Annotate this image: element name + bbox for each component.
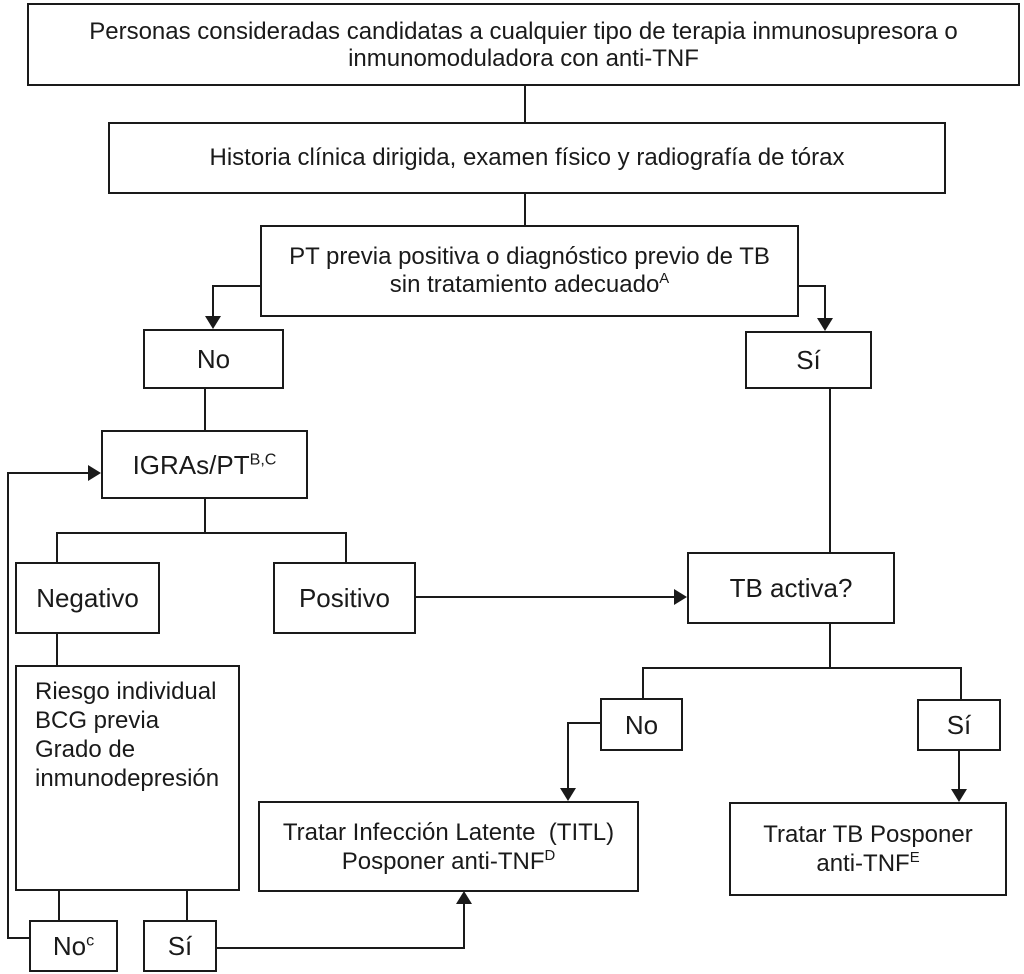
arrow-down-into-tratar-tb-icon xyxy=(951,789,967,802)
node-historia-clinica-label: Historia clínica dirigida, examen físico… xyxy=(209,144,845,171)
node-riesgo-individual: Riesgo individual BCG previa Grado de in… xyxy=(15,665,240,891)
node-tratar-latente-line1: Tratar Infección Latente (TITL) xyxy=(282,818,615,846)
connector-branch-si-tb xyxy=(960,667,962,699)
node-igras-pt: IGRAs/PTB,C xyxy=(101,430,308,499)
node-tratar-tb-line2: anti-TNFE xyxy=(816,849,919,878)
node-positivo: Positivo xyxy=(273,562,416,634)
node-tb-activa-label: TB activa? xyxy=(729,573,853,603)
connector-riesgo-sibottom xyxy=(186,891,188,920)
node-si-right: Sí xyxy=(745,331,872,389)
arrow-right-into-igras-icon xyxy=(88,465,101,481)
node-negativo-label: Negativo xyxy=(36,583,139,613)
node-pt-previa-line2: sin tratamiento adecuadoA xyxy=(390,271,669,299)
connector-candidates-historia xyxy=(524,86,526,122)
node-riesgo-line1: Riesgo individual xyxy=(35,678,217,705)
connector-historia-ptprevia xyxy=(524,194,526,225)
connector-branch-no-tb xyxy=(642,667,644,698)
node-tratar-tb-line2-text: anti-TNF xyxy=(816,850,910,877)
node-tratar-tb-line1: Tratar TB Posponer xyxy=(763,821,973,848)
node-si-bottom-label: Sí xyxy=(167,931,193,961)
node-no-left: No xyxy=(143,329,284,389)
connector-feedback-top-h xyxy=(7,472,89,474)
node-tratar-latente-footnote-d: D xyxy=(544,847,556,864)
node-positivo-label: Positivo xyxy=(298,583,391,613)
node-tb-activa: TB activa? xyxy=(687,552,895,624)
connector-branch-positivo xyxy=(345,532,347,562)
connector-notb-tratarlatente-v xyxy=(567,722,569,790)
connector-tbactiva-branch-h xyxy=(642,667,962,669)
arrow-right-into-tbactiva-icon xyxy=(674,589,687,605)
node-igras-pt-footnote-bc: B,C xyxy=(249,449,277,468)
node-riesgo-line4: inmunodepresión xyxy=(35,765,220,792)
connector-feedback-bottom-h xyxy=(7,937,29,939)
connector-tbactiva-branch-v xyxy=(829,624,831,669)
connector-sibottom-tratarlatente-h xyxy=(216,947,465,949)
arrow-up-into-tratar-latente-icon xyxy=(456,891,472,904)
node-pt-previa-line2-text: sin tratamiento adecuado xyxy=(389,271,660,298)
node-no-c-label: Noc xyxy=(53,932,94,960)
node-no-c: Noc xyxy=(29,920,118,972)
arrow-down-into-no-left-icon xyxy=(205,316,221,329)
connector-feedback-vertical xyxy=(7,472,9,939)
node-si-right-label: Sí xyxy=(796,345,821,375)
connector-igras-branch-v xyxy=(204,499,206,533)
node-pt-previa-line1: PT previa positiva o diagnóstico previo … xyxy=(289,243,770,270)
node-historia-clinica: Historia clínica dirigida, examen físico… xyxy=(108,122,946,194)
node-no-left-label: No xyxy=(196,344,231,374)
connector-negativo-riesgo xyxy=(56,634,58,665)
node-tratar-latente: Tratar Infección Latente (TITL) Posponer… xyxy=(258,801,639,892)
node-tratar-tb: Tratar TB Posponer anti-TNFE xyxy=(729,802,1007,896)
node-no-tb-label: No xyxy=(624,709,659,740)
node-igras-pt-label: IGRAs/PTB,C xyxy=(133,451,277,479)
node-riesgo-line3: Grado de xyxy=(35,736,136,763)
node-si-tb-label: Sí xyxy=(946,710,972,740)
node-riesgo-line2: BCG previa xyxy=(35,707,160,734)
connector-notb-tratarlatente-h xyxy=(568,722,600,724)
connector-ptprevia-si-v xyxy=(824,285,826,319)
arrow-down-into-si-right-icon xyxy=(817,318,833,331)
node-tratar-tb-footnote-e: E xyxy=(909,850,920,866)
node-pt-previa-footnote-a: A xyxy=(659,271,670,287)
node-pt-previa: PT previa positiva o diagnóstico previo … xyxy=(260,225,799,317)
node-tratar-latente-line2: Posponer anti-TNFD xyxy=(342,847,556,876)
connector-sibottom-tratarlatente-v xyxy=(463,904,465,949)
node-tratar-latente-line2-text: Posponer anti-TNF xyxy=(341,847,545,875)
connector-positivo-tbactiva xyxy=(416,596,676,598)
node-negativo: Negativo xyxy=(15,562,160,634)
connector-sitb-tratartb xyxy=(958,751,960,791)
node-candidates: Personas consideradas candidatas a cualq… xyxy=(27,3,1020,86)
node-no-c-text: No xyxy=(52,931,87,961)
node-si-bottom: Sí xyxy=(143,920,217,972)
connector-igras-branch-h xyxy=(56,532,347,534)
connector-ptprevia-si-h xyxy=(798,285,826,287)
node-candidates-line1: Personas consideradas candidatas a cualq… xyxy=(89,17,958,45)
node-no-tb: No xyxy=(600,698,683,751)
node-si-tb: Sí xyxy=(917,699,1001,751)
connector-ptprevia-no-h xyxy=(212,285,260,287)
node-no-c-footnote: c xyxy=(86,931,95,950)
connector-si-tbactiva xyxy=(829,389,831,552)
node-candidates-line2: inmunomoduladora con anti-TNF xyxy=(348,44,699,72)
arrow-down-into-tratar-latente-icon xyxy=(560,788,576,801)
connector-no-igras xyxy=(204,389,206,430)
connector-riesgo-noc xyxy=(58,891,60,920)
node-igras-pt-text: IGRAs/PT xyxy=(132,449,250,480)
connector-branch-negativo xyxy=(56,532,58,562)
connector-ptprevia-no-v xyxy=(212,285,214,318)
